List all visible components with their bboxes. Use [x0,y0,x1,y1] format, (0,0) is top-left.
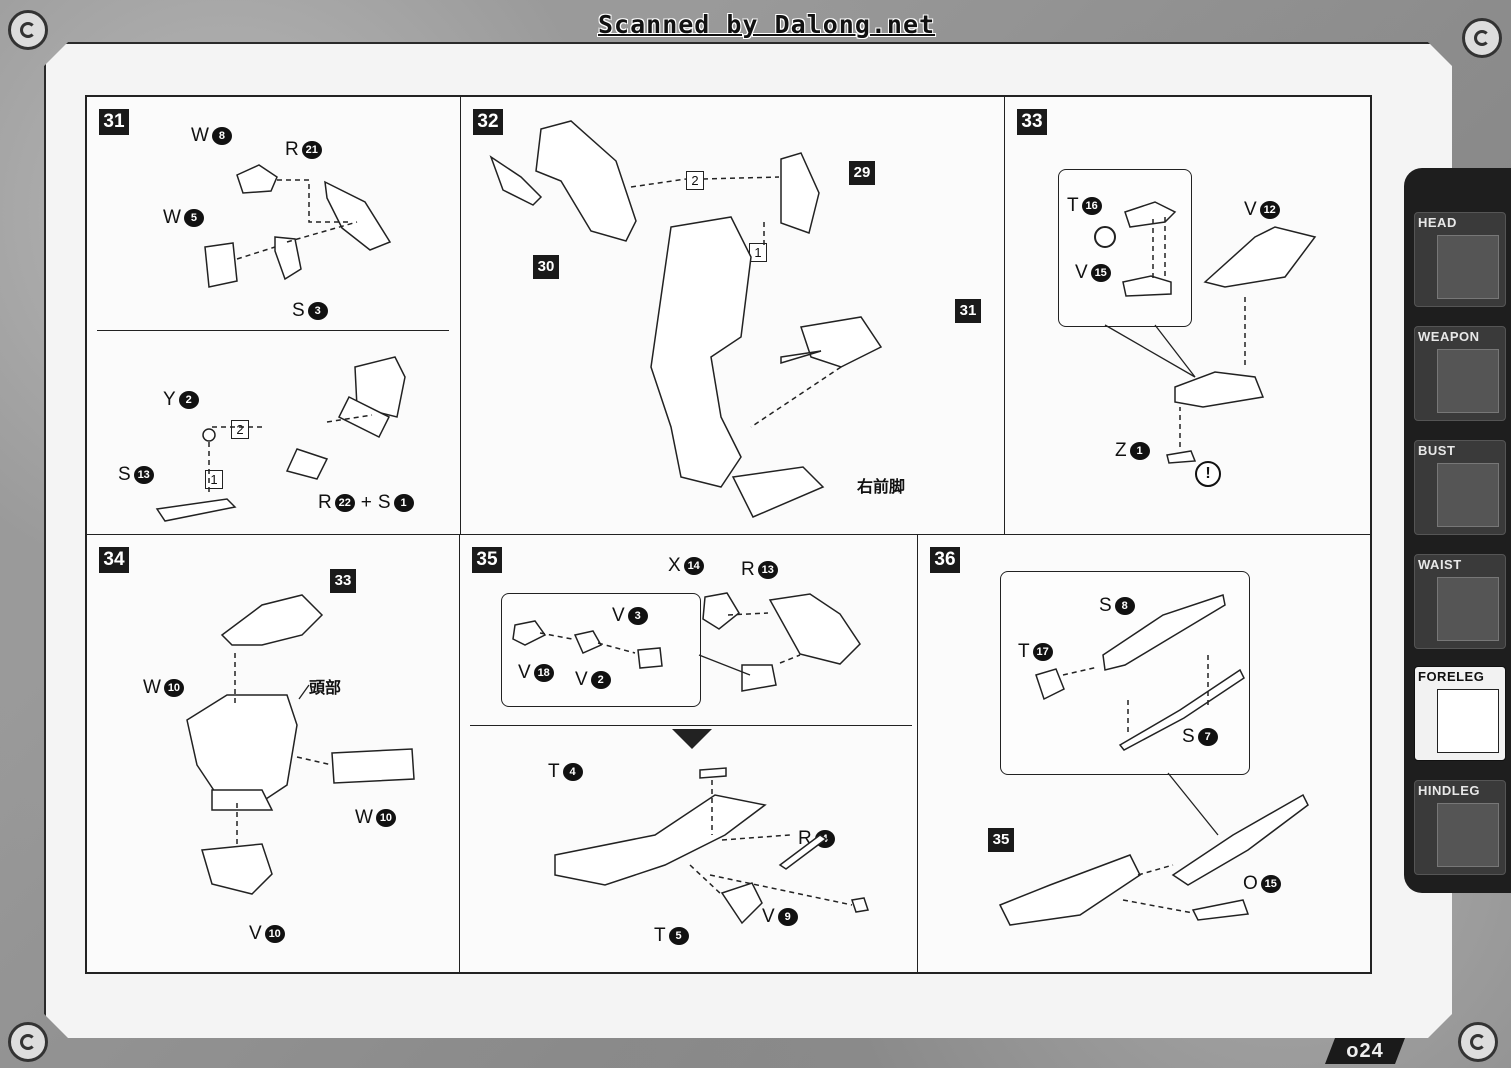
tab-foreleg[interactable]: FORELEG [1414,666,1506,761]
corner-emblem-bottom-right [1458,1022,1498,1062]
tab-label: HEAD [1418,215,1457,230]
step-number: 36 [930,547,960,573]
tab-label: HINDLEG [1418,783,1480,798]
step-32-parts [489,120,883,518]
tab-label: BUST [1418,443,1456,458]
ref-step-35: 35 [988,828,1014,852]
caution-icon: ! [1195,461,1221,487]
caption-head: 頭部 [309,680,342,697]
detail-inset [1058,169,1192,327]
hindleg-thumbnail-icon [1437,803,1499,867]
step-number: 31 [99,109,129,135]
step-number: 33 [1017,109,1047,135]
step-divider [97,330,449,331]
head-thumbnail-icon [1437,235,1499,299]
tab-label: FORELEG [1418,669,1485,684]
ref-step-33: 33 [330,569,356,593]
step-31-parts [155,164,406,522]
order-2: 2 [686,171,704,190]
ref-step-30: 30 [533,255,559,279]
step-34-parts [186,594,415,895]
scan-credit: Scanned by Dalong.net [598,10,936,39]
bust-thumbnail-icon [1437,463,1499,527]
tab-waist[interactable]: WAIST [1414,554,1506,649]
waist-thumbnail-icon [1437,577,1499,641]
down-arrow-icon [672,729,712,749]
step-divider [470,725,912,726]
tab-head[interactable]: HEAD [1414,212,1506,307]
step-36-parts [998,594,1309,926]
tab-hindleg[interactable]: HINDLEG [1414,780,1506,875]
ref-step-29: 29 [849,161,875,185]
ref-step-31: 31 [955,299,981,323]
tab-weapon[interactable]: WEAPON [1414,326,1506,421]
tab-bust[interactable]: BUST [1414,440,1506,535]
weapon-thumbnail-icon [1437,349,1499,413]
section-sidebar: HEAD WEAPON BUST WAIST FORELEG HINDLEG [1404,168,1511,893]
order-2: 2 [231,420,249,439]
step-32-panel: 32 29 30 31 2 1 右前脚 [460,96,1006,536]
corner-emblem-top-right [1462,18,1502,58]
step-number: 35 [472,547,502,573]
corner-emblem-bottom-left [8,1022,48,1062]
step-number: 34 [99,547,129,573]
step-33-parts [1094,201,1317,464]
tab-label: WEAPON [1418,329,1480,344]
step-35-parts [512,592,869,925]
caption-right-foreleg: 右前脚 [857,479,906,496]
step-35-panel: 35 X14 R13 V3 V18 V2 T4 R4 V9 T5 [459,534,919,973]
foreleg-thumbnail-icon [1437,689,1499,753]
step-number: 32 [473,109,503,135]
order-1: 1 [205,470,223,489]
corner-emblem-top-left [8,10,48,50]
tab-label: WAIST [1418,557,1462,572]
page-number: o24 [1325,1038,1405,1064]
